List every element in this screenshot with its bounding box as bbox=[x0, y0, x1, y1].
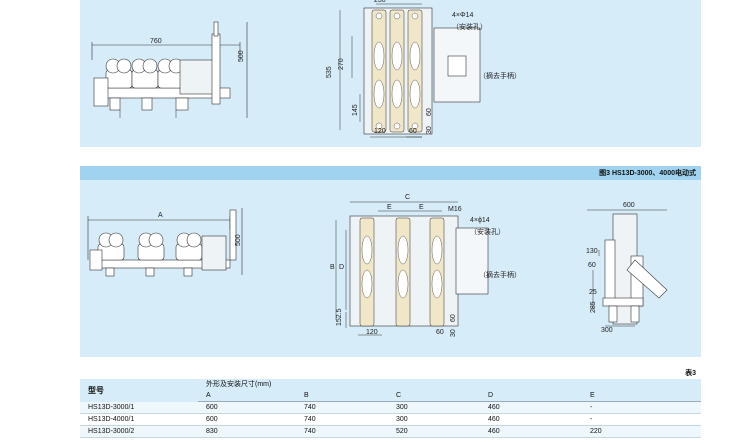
dim-side-b-label: 60 bbox=[588, 262, 596, 269]
col-header-e: E bbox=[582, 390, 701, 402]
bottom-handle-label: （摘去手柄） bbox=[479, 272, 521, 279]
col-header-d: D bbox=[480, 390, 582, 402]
dim-total-label: 535 bbox=[326, 66, 333, 78]
dim-mid-label: 270 bbox=[338, 58, 345, 70]
value-cell: 830 bbox=[198, 425, 296, 438]
dim-bottom-height-label: 500 bbox=[235, 234, 242, 246]
dim-bottom-right-label: 60 bbox=[450, 314, 457, 322]
dim-base-label: 120 bbox=[374, 128, 386, 135]
value-cell: 300 bbox=[388, 401, 480, 414]
dim-e2-label: E bbox=[419, 204, 424, 211]
dim-bottom-base-label: 120 bbox=[366, 329, 378, 336]
value-cell: 740 bbox=[296, 401, 388, 414]
value-cell: 600 bbox=[198, 413, 296, 426]
value-cell: 740 bbox=[296, 413, 388, 426]
value-cell: - bbox=[582, 413, 701, 426]
table-label: 表3 bbox=[685, 370, 696, 377]
dim-right-label: 60 bbox=[426, 108, 433, 116]
dim-e1-label: E bbox=[387, 204, 392, 211]
value-cell: 460 bbox=[480, 413, 582, 426]
col-header-c: C bbox=[388, 390, 480, 402]
hole-label: （安装孔） bbox=[452, 24, 487, 31]
bottom-side-drawing bbox=[87, 208, 243, 277]
dim-small-label: 30 bbox=[426, 126, 433, 134]
dim-height-label: 500 bbox=[238, 50, 245, 62]
value-cell: 460 bbox=[480, 401, 582, 414]
table-row: HS13D-3000/1 600 740 300 460 - bbox=[80, 401, 701, 414]
dim-width-label: 760 bbox=[150, 38, 162, 45]
dim-side-base-label: 300 bbox=[601, 327, 613, 334]
dim-pitch-label: 60 bbox=[409, 128, 417, 135]
bottom-hole-note: 4×ϕ14 bbox=[470, 217, 490, 224]
dim-a-label: A bbox=[158, 212, 163, 219]
dim-side-a-label: 130 bbox=[586, 248, 598, 255]
value-cell: 300 bbox=[388, 413, 480, 426]
value-cell: 460 bbox=[480, 425, 582, 438]
bottom-front-drawing bbox=[335, 201, 489, 336]
dim-side-c-label: 25 bbox=[589, 289, 597, 296]
dim-b-label: B bbox=[330, 264, 335, 271]
model-cell: HS13D-3000/2 bbox=[80, 425, 198, 438]
bottom-hole-label: （安装孔） bbox=[470, 229, 505, 236]
dim-top-label: 230 bbox=[374, 0, 386, 4]
top-side-drawing bbox=[91, 21, 248, 118]
table-row: HS13D-4000/1 600 740 300 460 - bbox=[80, 413, 701, 426]
dim-c-label: C bbox=[405, 194, 411, 201]
handle-label: （摘去手柄） bbox=[479, 73, 521, 80]
hole-note: 4×Φ14 bbox=[452, 12, 474, 19]
model-header: 型号 bbox=[80, 379, 198, 402]
table-header-row: A B C D E bbox=[80, 390, 701, 402]
col-header-b: B bbox=[296, 390, 388, 402]
model-cell: HS13D-3000/1 bbox=[80, 401, 198, 414]
value-cell: 600 bbox=[198, 401, 296, 414]
dim-side-width-label: 600 bbox=[623, 202, 635, 209]
dim-left-label: 152.5 bbox=[336, 308, 343, 326]
col-header-a: A bbox=[198, 390, 296, 402]
dim-side-d-label: 285 bbox=[590, 301, 597, 313]
caption-bar bbox=[80, 166, 701, 180]
group-header: 外形及安装尺寸(mm) bbox=[198, 379, 701, 390]
value-cell: 740 bbox=[296, 425, 388, 438]
value-cell: - bbox=[582, 401, 701, 414]
value-cell: 220 bbox=[582, 425, 701, 438]
bottom-end-drawing bbox=[587, 209, 668, 327]
figure-caption: 图3 HS13D-3000、4000电动式 bbox=[599, 170, 696, 177]
dim-bottom-pitch-label: 60 bbox=[436, 329, 444, 336]
dim-d-label: D bbox=[339, 264, 345, 271]
top-front-drawing bbox=[339, 3, 481, 138]
model-cell: HS13D-4000/1 bbox=[80, 413, 198, 426]
table-row: HS13D-3000/2 830 740 520 460 220 bbox=[80, 425, 701, 438]
table-header-group-row: 型号 外形及安装尺寸(mm) bbox=[80, 379, 701, 402]
value-cell: 520 bbox=[388, 425, 480, 438]
dim-lower-label: 145 bbox=[352, 104, 359, 116]
dim-m-label: M16 bbox=[448, 206, 462, 213]
dim-bottom-small-label: 30 bbox=[450, 329, 457, 337]
dimensions-table: 型号 外形及安装尺寸(mm) A B C D E HS13D-3000/1 60… bbox=[80, 379, 701, 438]
